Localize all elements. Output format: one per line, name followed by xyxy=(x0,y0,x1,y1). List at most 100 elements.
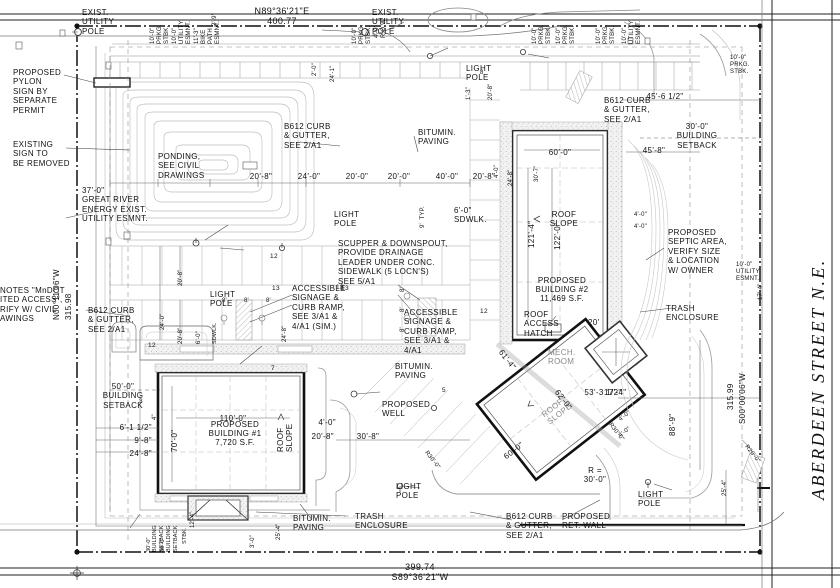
bldg2-hatch-dim: 20' xyxy=(588,318,600,327)
street-name-label: ABERDEEN STREET N.E. xyxy=(808,258,828,500)
mech-room-label: MECH. ROOM xyxy=(548,348,576,367)
east-bearing: S00°00'06"W xyxy=(738,373,747,424)
prkg-setback-label-d: 10'-0" PRKG. STBK. xyxy=(596,24,616,44)
light-pole-label-1: LIGHT POLE xyxy=(466,64,492,83)
prkg-setback-top-label: 10'-0" PRKG. STBK. xyxy=(150,24,170,44)
utility-easement-right: 10'-0" UTILITY ESMNT. xyxy=(736,262,760,282)
scupper-downspout-note: SCUPPER & DOWNSPOUT, PROVIDE DRAINAGE LE… xyxy=(338,239,448,286)
bldg2-name: PROPOSED BUILDING #2 xyxy=(535,276,589,295)
stall-count-12c: 12 xyxy=(148,342,156,349)
proposed-well-note: PROPOSED WELL xyxy=(382,400,431,419)
exist-utility-pole-label-b: EXIST. UTILITY POLE xyxy=(372,8,405,36)
stall-count-8a: 8 xyxy=(480,70,484,76)
dim-8-b: 8' xyxy=(244,298,249,304)
dim-4-inch: 4" xyxy=(152,414,158,420)
dim-24-8-west: 24'-8" xyxy=(282,325,288,342)
curb-gutter-note-3: B612 CURB & GUTTER, SEE 2/A1 xyxy=(604,96,651,124)
dim-top-4: 20'-0" xyxy=(387,172,411,181)
dim-8-d: 8' xyxy=(400,287,406,292)
dim-4-0-bldg2-a: 4'-0" xyxy=(634,212,647,218)
trash-enclosure-note-right: TRASH ENCLOSURE xyxy=(666,304,719,323)
dim-53-3: 53'-3 1/2" xyxy=(584,388,622,397)
dim-45-8: 45'-8" xyxy=(642,146,666,155)
exist-utility-pole-label: EXIST. UTILITY POLE xyxy=(82,8,115,36)
bitum-paving-note-1: BITUMIN. PAVING xyxy=(418,128,456,147)
east-distance: 315.99 xyxy=(726,383,735,410)
stall-count-13b: 13 xyxy=(341,285,349,292)
stall-count-13a: 13 xyxy=(272,285,280,292)
accessible-note-right: ACCESSIBLE SIGNAGE & CURB RAMP, SEE 3/A1… xyxy=(404,308,458,355)
stall-count-3: 3 xyxy=(139,398,143,405)
building-setback-top: 30'-0" BUILDING SETBACK xyxy=(676,122,718,150)
south-distance: 399.74 xyxy=(405,562,435,572)
bitum-paving-note-3: BITUMIN. PAVING xyxy=(293,514,331,533)
north-distance: 400.77 xyxy=(267,16,297,26)
dim-9-typ: 9' TYP. xyxy=(420,206,426,228)
bike-stbk-label: 10'-0" PRKG. STBK. xyxy=(556,24,576,44)
dim-8-f: 8' xyxy=(400,327,406,332)
dim-24-0-west: 24'-0" xyxy=(160,313,166,330)
dim-17-4-b: 17'-4" xyxy=(758,283,764,300)
septic-note: PROPOSED SEPTIC AREA, VERIFY SIZE & LOCA… xyxy=(668,228,727,275)
bldg1-name: PROPOSED BUILDING #1 xyxy=(208,420,262,439)
dim-30-7: 30'-7" xyxy=(534,165,540,182)
west-bearing: N00°11'06"W xyxy=(52,269,61,320)
dim-4-0-bldg2-b: 4'-0" xyxy=(634,224,647,230)
setback-stbk-vert: STBK. xyxy=(182,527,188,544)
dim-20-8-top: 20'-8" xyxy=(488,83,494,100)
building-setback-left: 50'-0" BUILDING SETBACK xyxy=(102,382,144,410)
dim-20-8-west-a: 20'-8" xyxy=(178,269,184,286)
sidewalk-label-west: SDWLK. xyxy=(212,322,218,344)
stall-count-12b: 12 xyxy=(480,308,488,315)
north-bearing: N89°36'21"E xyxy=(254,6,310,16)
stall-count-13c: 13 xyxy=(336,284,344,291)
dim-45-6: 45'-6 1/2" xyxy=(646,92,684,101)
dim-2-9: 2'-9" xyxy=(212,13,218,26)
dim-1-3: 1'-3" xyxy=(466,87,472,100)
bldg1-area: 7,720 S.F. xyxy=(215,438,255,447)
sidewalk-6-note: 6'-0" SDWLK. xyxy=(454,206,487,225)
dim-top-2: 24'-0" xyxy=(297,172,321,181)
dim-20-8-west-b: 20'-8" xyxy=(178,327,184,344)
pylon-sign-note: PROPOSED PYLON SIGN BY SEPARATE PERMIT xyxy=(13,68,62,115)
dim-88-9: 88'-9" xyxy=(668,413,677,436)
dim-top-5: 40'-0" xyxy=(435,172,459,181)
curb-gutter-note-4: B612 CURB & GUTTER, SEE 2/A1 xyxy=(506,512,553,540)
bldg2-roof-slope: ROOF SLOPE xyxy=(549,210,579,229)
prkg-setback-label-c: 10'-0" PRKG. STBK. xyxy=(532,24,552,44)
dim-top-6: 20'-8" xyxy=(472,172,496,181)
dim-R-equals: R = 30'-0" xyxy=(583,466,607,485)
dim-25-4: 25'-4" xyxy=(722,479,728,496)
dim-4-0-a: 4'-0" xyxy=(494,165,500,178)
bitum-paving-note-2: BITUMIN. PAVING xyxy=(395,362,433,381)
dim-20-8-bottom: 20'-8" xyxy=(311,432,334,441)
dim-8-c: 8' xyxy=(266,298,271,304)
bldg1-width-dim: 110'-0" xyxy=(219,414,247,423)
accessible-note-left: ACCESSIBLE SIGNAGE & CURB RAMP, SEE 3/A1… xyxy=(292,284,346,331)
stall-count-7: 7 xyxy=(271,365,275,372)
great-river-easement-note: 37'-0" GREAT RIVER ENERGY EXIST. UTILITY… xyxy=(82,186,149,224)
light-pole-label-4: LIGHT POLE xyxy=(396,482,422,501)
curb-gutter-note-2: B612 CURB & GUTTER, SEE 2/A1 xyxy=(88,306,135,334)
dim-4-0-bottom: 4'-0" xyxy=(318,418,336,427)
dim-2-0: 2'-0" xyxy=(312,63,318,76)
dim-top-3: 20'-0" xyxy=(345,172,369,181)
prkg-setback-label-b: 10'-0" PRKG. STBK. xyxy=(352,24,372,44)
light-pole-label-5: LIGHT POLE xyxy=(638,490,664,509)
bldg2-width-dim: 60'-0" xyxy=(548,148,572,157)
dim-top-1: 20'-8" xyxy=(249,172,273,181)
retaining-wall-note: PROPOSED RET. WALL xyxy=(562,512,611,531)
bldg1-depth-dim: 70'-0" xyxy=(170,429,179,452)
light-pole-label-2: LIGHT POLE xyxy=(334,210,360,229)
bldg2-roof-hatch-note: ROOF ACCESS HATCH xyxy=(524,310,559,338)
dim-6-0-sdwlk: 6'-0" xyxy=(196,331,202,344)
dim-25-4-b: 25'-4" xyxy=(276,523,282,540)
prkg-setback-right: 10'-0" PRKG. STBK. xyxy=(730,55,750,75)
setback-left-bottom: 30'-0" BUILDING SETBACK xyxy=(146,525,165,552)
ponding-note: PONDING, SEE CIVIL DRAWINGS xyxy=(158,152,205,180)
curb-gutter-note-1: B612 CURB & GUTTER, SEE 2/A1 xyxy=(284,122,331,150)
stall-count-12a: 12 xyxy=(270,253,278,260)
dim-24-8-a: 24'-8" xyxy=(508,169,514,186)
